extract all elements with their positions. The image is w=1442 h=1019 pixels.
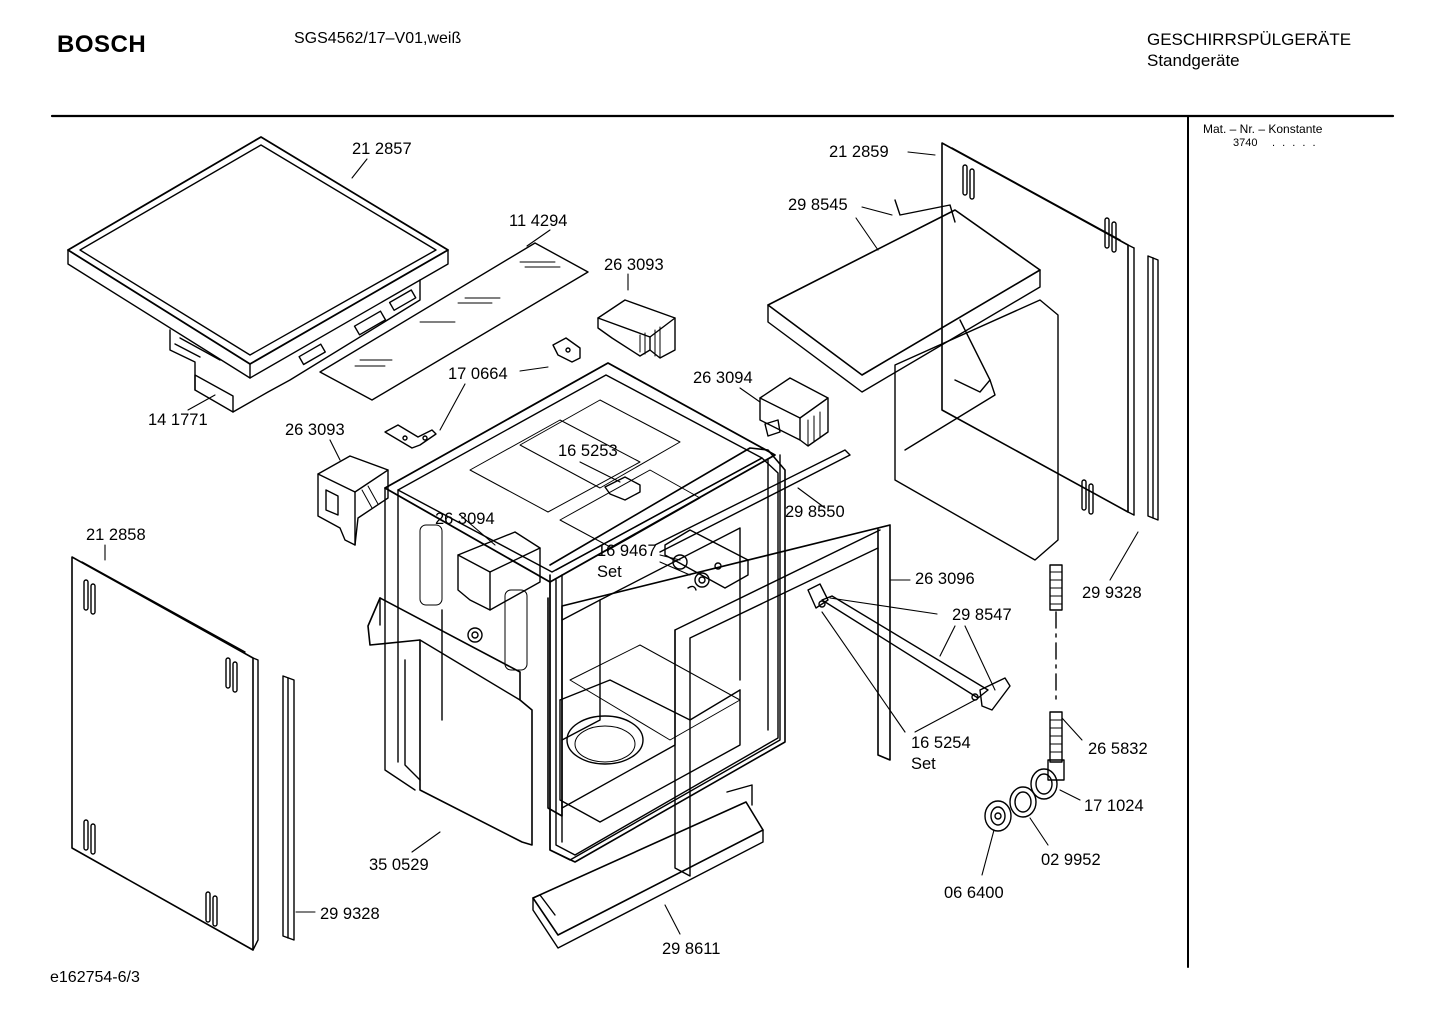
label-212857: 21 2857 xyxy=(352,140,412,158)
label-298611: 29 8611 xyxy=(662,940,720,958)
part-hinge-170664-a xyxy=(552,337,581,363)
part-labels: 21 2857 11 4294 26 3093 17 0664 14 1771 … xyxy=(86,140,1148,958)
category-title: GESCHIRRSPÜLGERÄTE xyxy=(1147,30,1352,49)
page-rules xyxy=(50,114,1395,968)
part-side-panel-212859 xyxy=(941,142,1135,516)
part-rail-298547 xyxy=(807,583,1011,711)
document-id: e162754-6/3 xyxy=(50,969,140,986)
label-169467: 16 9467 xyxy=(597,542,657,560)
part-film-114294 xyxy=(319,242,589,401)
label-165254: 16 5254 xyxy=(911,734,971,752)
part-ring-029952 xyxy=(1009,786,1037,818)
label-029952: 02 9952 xyxy=(1041,851,1101,869)
label-298547: 29 8547 xyxy=(952,606,1012,624)
part-bracket-263093-top xyxy=(597,299,676,359)
part-screws-169467 xyxy=(664,529,749,591)
subcategory-title: Standgeräte xyxy=(1147,51,1240,70)
part-baffle-350529 xyxy=(367,597,533,846)
label-141771: 14 1771 xyxy=(148,411,208,429)
part-strip-299328-left xyxy=(282,675,295,941)
label-263093-left: 26 3093 xyxy=(285,421,345,439)
label-299328-right: 29 9328 xyxy=(1082,584,1142,602)
part-bracket-263093-left xyxy=(317,455,389,546)
label-263093-top: 26 3093 xyxy=(604,256,664,274)
label-114294: 11 4294 xyxy=(509,212,567,230)
part-elbow-171024 xyxy=(1030,759,1065,800)
label-350529: 35 0529 xyxy=(369,856,429,874)
part-door-frame xyxy=(549,447,786,863)
part-door-seal-263096 xyxy=(547,524,891,877)
label-165253: 16 5253 xyxy=(558,442,618,460)
part-seal-298550 xyxy=(654,449,851,553)
label-265832: 26 5832 xyxy=(1088,740,1148,758)
part-cover-298545 xyxy=(767,199,1059,561)
part-hinge-170664-b xyxy=(384,424,437,449)
part-kickplate-298611 xyxy=(532,784,764,949)
brand-logo: BOSCH xyxy=(57,31,147,58)
part-strip-299328-right xyxy=(1147,255,1159,521)
part-worktop-212857 xyxy=(67,136,449,413)
label-066400: 06 6400 xyxy=(944,884,1004,902)
mat-nr-label: Mat. – Nr. – Konstante xyxy=(1203,122,1323,136)
part-bracket-263094-top xyxy=(759,377,829,447)
part-hose-265832 xyxy=(1049,564,1063,763)
leader-lines xyxy=(104,151,1139,935)
label-169467-set: Set xyxy=(597,563,622,581)
label-263096: 26 3096 xyxy=(915,570,975,588)
label-298550: 29 8550 xyxy=(785,503,845,521)
part-tub-body xyxy=(384,362,781,861)
label-263094-mid: 26 3094 xyxy=(435,510,495,528)
label-299328-left: 29 9328 xyxy=(320,905,380,923)
part-side-panel-212858 xyxy=(71,556,259,951)
label-212858: 21 2858 xyxy=(86,526,146,544)
model-number: SGS4562/17–V01,weiß xyxy=(294,30,462,47)
label-263094-top: 26 3094 xyxy=(693,369,753,387)
label-212859: 21 2859 xyxy=(829,143,889,161)
part-bracket-263094-mid xyxy=(457,531,541,643)
mat-nr-dots: . . . . . xyxy=(1272,137,1318,149)
label-298545: 29 8545 xyxy=(788,196,848,214)
label-165254-set: Set xyxy=(911,755,936,773)
mat-nr-value: 3740 xyxy=(1233,137,1258,149)
label-170664: 17 0664 xyxy=(448,365,508,383)
label-171024: 17 1024 xyxy=(1084,797,1144,815)
part-cap-066400 xyxy=(984,800,1012,832)
